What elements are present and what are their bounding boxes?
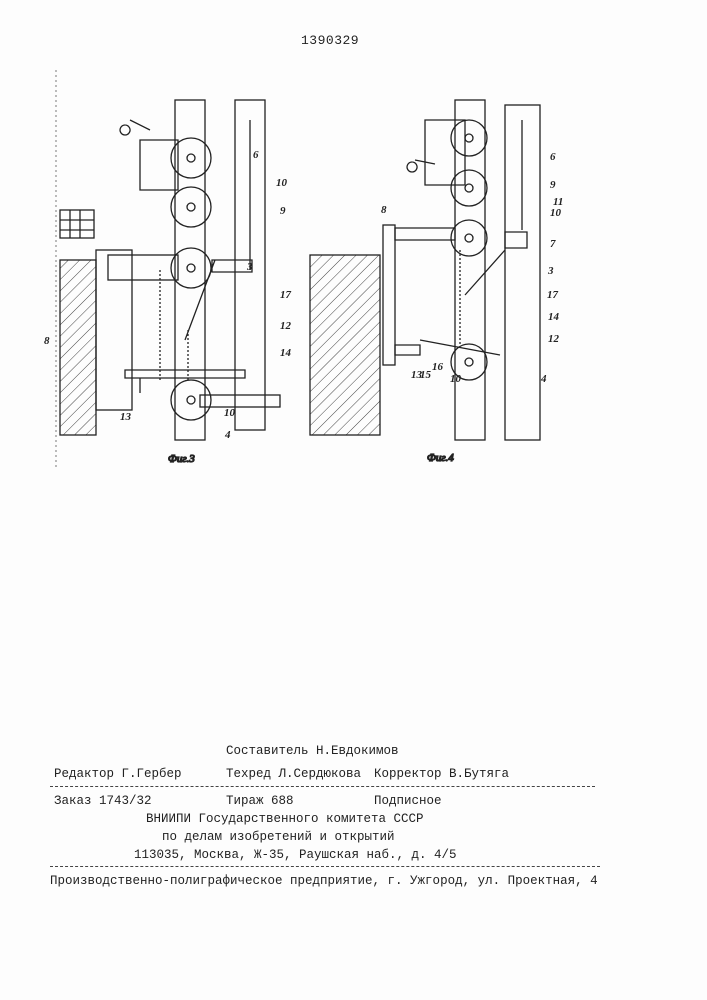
part-label: 12 [280, 320, 292, 332]
org-line-1: ВНИИПИ Государственного комитета СССР [146, 812, 424, 826]
part-label: 14 [280, 347, 292, 359]
part-label: 16 [432, 361, 444, 373]
part-label: 8 [44, 335, 50, 347]
part-label: 10 [450, 373, 462, 385]
part-label: 7 [550, 238, 556, 250]
part-label: 4 [224, 429, 231, 441]
part-label: 17 [547, 289, 559, 301]
drawings: 61093171214813104 6911107317141248131516… [0, 0, 707, 500]
part-label: 17 [280, 289, 292, 301]
part-label: 14 [548, 311, 560, 323]
techred: Техред Л.Сердюкова [226, 767, 361, 781]
figure-4-caption: Фиг.4 [427, 452, 454, 464]
corrector: Корректор В.Бутяга [374, 767, 509, 781]
part-label: 15 [420, 369, 432, 381]
part-label: 10 [276, 177, 288, 189]
part-label: 3 [246, 261, 253, 273]
part-label: 10 [550, 207, 562, 219]
divider [50, 786, 595, 787]
printer: Производственно-полиграфическое предприя… [50, 874, 598, 888]
part-label: 3 [547, 265, 554, 277]
figure-3-caption: Фиг.3 [168, 453, 195, 465]
part-label: 4 [540, 373, 547, 385]
circulation: Тираж 688 [226, 794, 294, 808]
org-line-2: по делам изобретений и открытий [162, 830, 395, 844]
org-address: 113035, Москва, Ж-35, Раушская наб., д. … [134, 848, 457, 862]
compiler: Составитель Н.Евдокимов [226, 744, 399, 758]
figure-4-drawing [310, 100, 540, 440]
part-label: 8 [381, 204, 387, 216]
editor: Редактор Г.Гербер [54, 767, 182, 781]
part-label: 9 [280, 205, 286, 217]
part-label: 13 [120, 411, 132, 423]
part-label: 6 [253, 149, 259, 161]
part-label: 12 [548, 333, 560, 345]
divider [50, 866, 600, 867]
order: Заказ 1743/32 [54, 794, 152, 808]
subscription: Подписное [374, 794, 442, 808]
part-label: 9 [550, 179, 556, 191]
part-label: 6 [550, 151, 556, 163]
part-label: 10 [224, 407, 236, 419]
